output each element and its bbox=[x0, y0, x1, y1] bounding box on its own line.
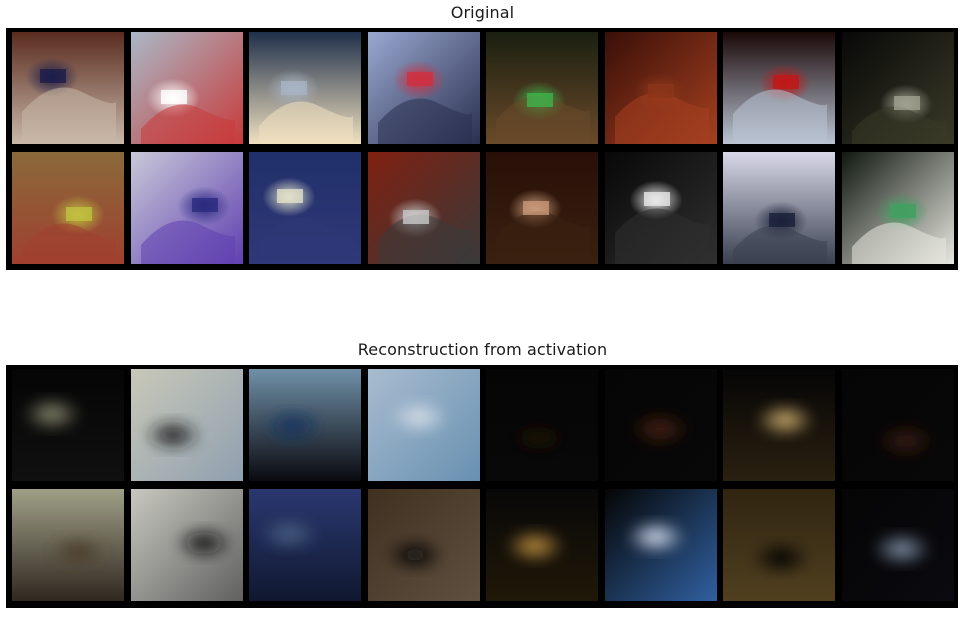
reconstruction-image-tile bbox=[130, 369, 243, 481]
original-image-tile bbox=[604, 151, 717, 264]
reconstruction-image bbox=[723, 369, 835, 481]
original-image bbox=[12, 151, 124, 264]
original-title: Original bbox=[450, 3, 515, 22]
original-image-tile bbox=[367, 151, 480, 264]
original-image-tile bbox=[486, 32, 598, 144]
reconstruction-image-tile bbox=[486, 369, 598, 481]
reconstruction-image bbox=[12, 488, 124, 601]
reconstruction-image-tile bbox=[12, 369, 124, 481]
reconstruction-grid bbox=[6, 365, 958, 608]
reconstruction-image bbox=[249, 488, 361, 601]
reconstruction-image bbox=[130, 369, 243, 481]
reconstruction-image bbox=[130, 488, 243, 601]
reconstruction-image bbox=[604, 369, 717, 481]
reconstruction-image-tile bbox=[841, 488, 954, 601]
original-image-tile bbox=[249, 151, 361, 264]
original-image bbox=[723, 32, 835, 144]
original-image bbox=[249, 32, 361, 144]
reconstruction-image bbox=[723, 488, 835, 601]
original-image bbox=[604, 151, 717, 264]
reconstruction-image-tile bbox=[723, 488, 835, 601]
original-image-tile bbox=[723, 151, 835, 264]
reconstruction-image bbox=[486, 488, 598, 601]
reconstruction-image bbox=[367, 488, 480, 601]
original-image-tile bbox=[130, 151, 243, 264]
original-image-tile bbox=[130, 32, 243, 144]
original-image-tile bbox=[723, 32, 835, 144]
reconstruction-image-tile bbox=[12, 488, 124, 601]
reconstruction-image-tile bbox=[130, 488, 243, 601]
original-image bbox=[367, 32, 480, 144]
original-image-tile bbox=[841, 151, 954, 264]
reconstruction-image-tile bbox=[249, 369, 361, 481]
original-image-tile bbox=[249, 32, 361, 144]
original-image bbox=[841, 151, 954, 264]
original-image bbox=[130, 32, 243, 144]
original-image-tile bbox=[841, 32, 954, 144]
original-grid bbox=[6, 28, 958, 270]
original-image bbox=[130, 151, 243, 264]
original-image bbox=[486, 151, 598, 264]
reconstruction-image-tile bbox=[604, 369, 717, 481]
reconstruction-image-tile bbox=[367, 369, 480, 481]
original-image bbox=[723, 151, 835, 264]
original-image-tile bbox=[604, 32, 717, 144]
original-image-tile bbox=[12, 32, 124, 144]
reconstruction-image bbox=[604, 488, 717, 601]
original-image bbox=[486, 32, 598, 144]
reconstruction-image bbox=[486, 369, 598, 481]
original-image-tile bbox=[367, 32, 480, 144]
original-image bbox=[604, 32, 717, 144]
original-image bbox=[367, 151, 480, 264]
reconstruction-image-tile bbox=[249, 488, 361, 601]
reconstruction-image bbox=[367, 369, 480, 481]
reconstruction-image-tile bbox=[486, 488, 598, 601]
reconstruction-image bbox=[841, 369, 954, 481]
reconstruction-title: Reconstruction from activation bbox=[357, 340, 608, 359]
reconstruction-image bbox=[841, 488, 954, 601]
original-image-tile bbox=[12, 151, 124, 264]
reconstruction-image-tile bbox=[604, 488, 717, 601]
reconstruction-image bbox=[12, 369, 124, 481]
original-image bbox=[841, 32, 954, 144]
original-image-tile bbox=[486, 151, 598, 264]
reconstruction-image-tile bbox=[723, 369, 835, 481]
original-image bbox=[12, 32, 124, 144]
reconstruction-image-tile bbox=[367, 488, 480, 601]
reconstruction-image bbox=[249, 369, 361, 481]
original-image bbox=[249, 151, 361, 264]
reconstruction-image-tile bbox=[841, 369, 954, 481]
